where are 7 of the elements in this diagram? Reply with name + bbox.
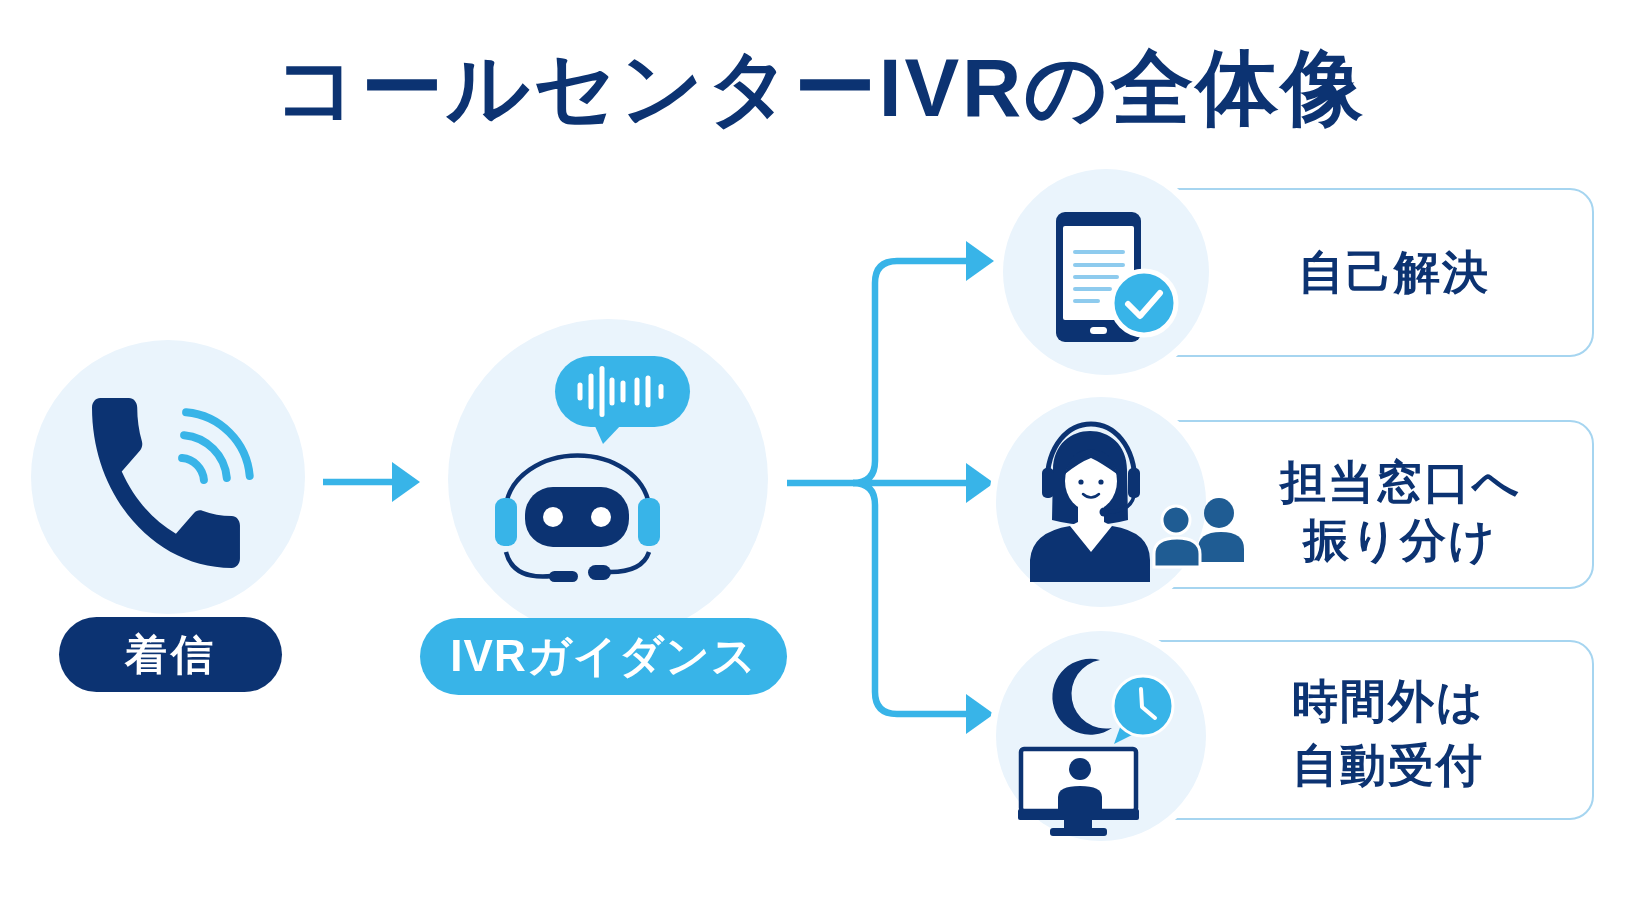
outcome-label: 自己解決	[1298, 245, 1490, 300]
arrow	[852, 479, 994, 734]
outcome-label: 担当窓口へ振り分け	[1278, 455, 1522, 568]
label-pill: IVRガイダンス	[420, 618, 787, 695]
title: コールセンターIVRの全体像	[273, 43, 1367, 133]
outcome-label: 時間外は自動受付	[1290, 674, 1486, 793]
label-pill: 着信	[59, 617, 282, 692]
